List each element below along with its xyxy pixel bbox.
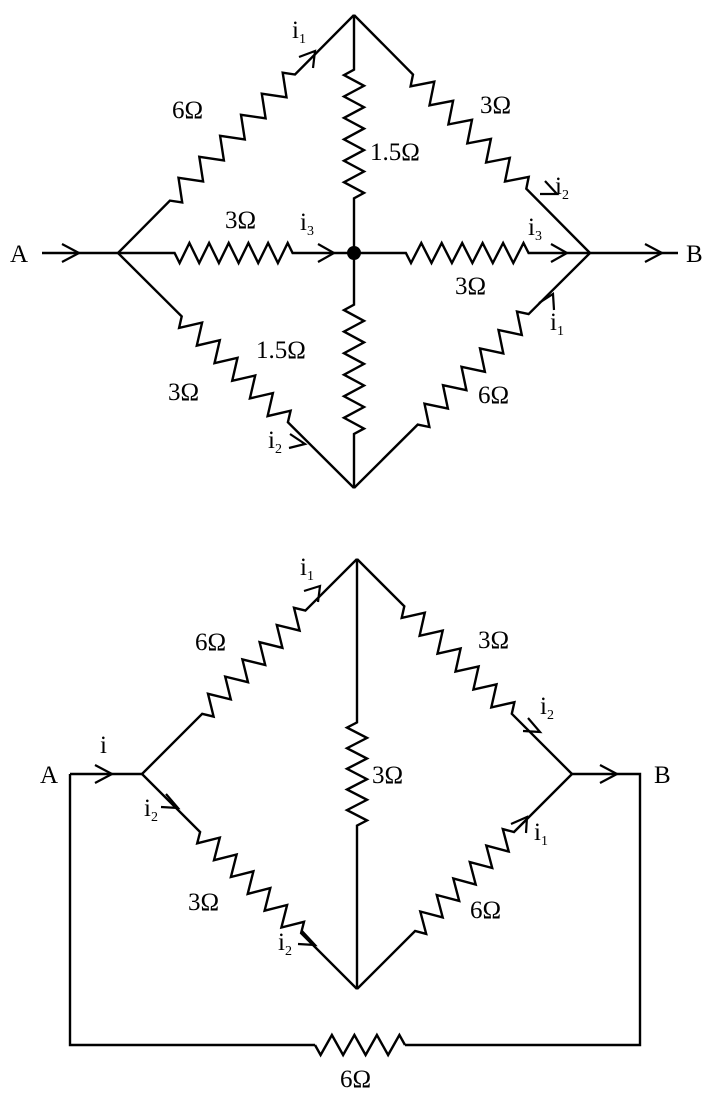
current-arrow-bottom-left bbox=[297, 930, 318, 947]
current-arrow-bottom-right bbox=[510, 815, 529, 834]
current-label-bottom-left: i2 bbox=[278, 929, 292, 959]
node-label-b: B bbox=[654, 762, 671, 789]
current-arrow-top-left bbox=[298, 49, 317, 69]
current-arrow-top-right bbox=[522, 717, 543, 734]
node-label-b: B bbox=[686, 241, 703, 268]
resistor-label-top-right: 3Ω bbox=[478, 627, 509, 654]
resistor-3ohm-mid-right bbox=[354, 240, 590, 266]
resistor-label-bottom-left: 3Ω bbox=[168, 379, 199, 406]
current-label-mid-left: i3 bbox=[300, 209, 314, 239]
resistor-label-bottom-left: 3Ω bbox=[188, 889, 219, 916]
current-label-mid-right: i3 bbox=[528, 214, 542, 244]
resistor-label-bottom-right: 6Ω bbox=[478, 382, 509, 409]
circuit-diagram-2: A B 6Ω 3Ω 3Ω 3Ω 6Ω 6Ω i i1 i2 i2 i2 i1 bbox=[40, 554, 671, 1093]
current-label-top-right: i2 bbox=[540, 693, 554, 723]
resistor-6ohm-bottom-right bbox=[356, 773, 573, 990]
current-arrow-bottom-right bbox=[538, 292, 556, 311]
node-label-a: A bbox=[40, 762, 58, 789]
outer-wire-right bbox=[405, 772, 642, 1047]
current-arrow-mid-left bbox=[317, 243, 337, 263]
resistor-3ohm-top-right bbox=[353, 14, 591, 254]
current-arrow-lower-left-entry bbox=[160, 793, 181, 810]
input-arrow-a bbox=[61, 243, 82, 263]
current-label-bottom-right: i1 bbox=[550, 309, 564, 339]
current-label-input: i bbox=[100, 732, 107, 759]
resistor-3ohm-bottom-left bbox=[141, 773, 358, 990]
resistor-label-top-right: 3Ω bbox=[480, 92, 511, 119]
resistor-3ohm-bottom-left bbox=[117, 252, 355, 489]
current-label-bottom-right: i1 bbox=[534, 819, 548, 849]
current-arrow-bottom-left bbox=[288, 433, 308, 450]
resistor-label-mid-left: 3Ω bbox=[225, 207, 256, 234]
current-label-top-left: i1 bbox=[292, 17, 306, 47]
resistor-6ohm-top-left bbox=[141, 558, 358, 775]
resistor-3ohm-center bbox=[344, 559, 370, 989]
resistor-3ohm-top-right bbox=[356, 558, 573, 775]
current-label-top-right: i2 bbox=[555, 173, 569, 203]
current-arrow-mid-right bbox=[550, 243, 570, 263]
current-arrow-top-left bbox=[303, 584, 322, 603]
resistor-6ohm-top-left bbox=[117, 14, 355, 254]
resistor-6ohm-bottom-right bbox=[353, 252, 591, 489]
current-label-top-left: i1 bbox=[300, 554, 314, 584]
resistor-label-top-left: 6Ω bbox=[172, 97, 203, 124]
resistor-label-bottom-right: 6Ω bbox=[470, 897, 501, 924]
node-label-a: A bbox=[10, 241, 28, 268]
input-arrow-a2 bbox=[94, 764, 115, 784]
resistor-label-mid-right: 3Ω bbox=[455, 273, 486, 300]
resistor-1-5ohm-center-up bbox=[341, 15, 367, 253]
resistor-3ohm-mid-left bbox=[118, 240, 354, 266]
output-arrow-b2 bbox=[599, 764, 620, 784]
current-label-bottom-left: i2 bbox=[268, 427, 282, 457]
resistor-1-5ohm-center-down bbox=[341, 253, 367, 488]
resistor-label-center-down: 1.5Ω bbox=[256, 337, 306, 364]
center-junction-dot bbox=[347, 246, 361, 260]
resistor-label-bottom-wire: 6Ω bbox=[340, 1066, 371, 1093]
resistor-label-center: 3Ω bbox=[372, 762, 403, 789]
resistor-6ohm-bottom-wire bbox=[313, 1032, 407, 1058]
resistor-label-center-up: 1.5Ω bbox=[370, 139, 420, 166]
outer-wire-left bbox=[68, 774, 315, 1047]
resistor-label-top-left: 6Ω bbox=[195, 629, 226, 656]
output-arrow-b bbox=[644, 243, 665, 263]
circuit-diagram-1: A B 6Ω 3Ω 1.5Ω 3Ω 3Ω 1.5Ω 3Ω 6Ω i1 i2 i3… bbox=[10, 14, 703, 489]
current-label-lower-left-entry: i2 bbox=[144, 795, 158, 825]
current-arrow-top-right bbox=[540, 180, 560, 196]
